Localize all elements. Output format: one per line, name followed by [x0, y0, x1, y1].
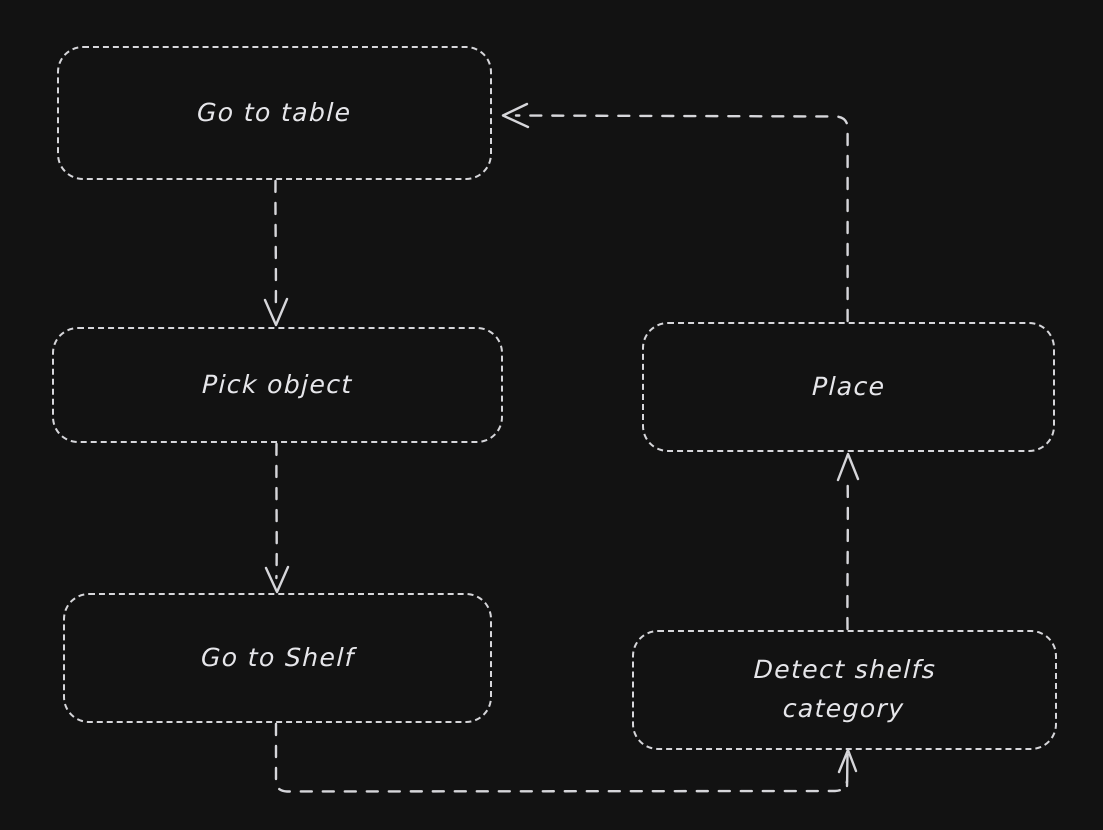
node-detect-shelfs-category[interactable]: Detect shelfs category: [632, 630, 1057, 750]
edge-detect-shelfs-category-to-place: [836, 452, 860, 631]
edge-pick-object-to-go-to-shelf: [264, 442, 290, 594]
node-pick-object-label: Pick object: [201, 369, 354, 399]
node-detect-shelfs-category-label: Detect shelfs category: [753, 655, 937, 723]
node-pick-object[interactable]: Pick object: [52, 327, 503, 443]
node-place[interactable]: Place: [642, 322, 1055, 452]
node-place-label: Place: [811, 371, 886, 401]
edge-go-to-table-to-pick-object: [263, 179, 289, 327]
node-go-to-table[interactable]: Go to table: [57, 46, 492, 180]
node-go-to-shelf[interactable]: Go to Shelf: [63, 593, 492, 723]
node-go-to-shelf-label: Go to Shelf: [200, 642, 355, 672]
edge-place-to-go-to-table: [501, 102, 849, 323]
node-go-to-table-label: Go to table: [196, 97, 353, 127]
